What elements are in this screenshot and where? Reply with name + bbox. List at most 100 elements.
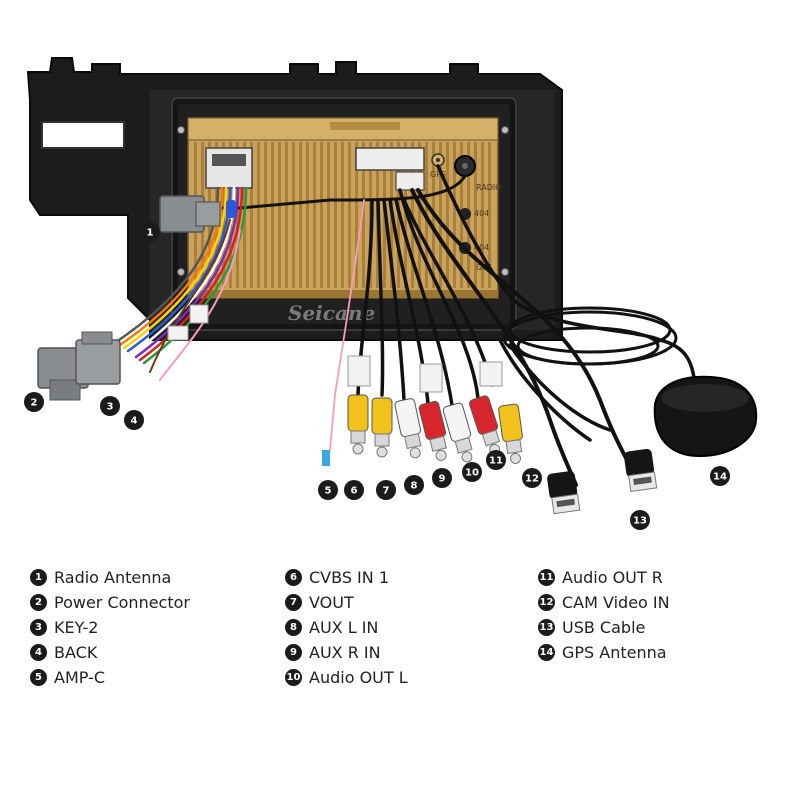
- legend-item: 4 BACK: [30, 640, 190, 665]
- heatsink-fin: [474, 142, 477, 288]
- heatsink-fin: [334, 142, 337, 288]
- heatsink-fin: [327, 142, 330, 288]
- key2-tag: [167, 325, 189, 341]
- rca-plug: [394, 398, 422, 459]
- heatsink-fin: [313, 142, 316, 288]
- heatsink-fin: [341, 142, 344, 288]
- heatsink-fin: [320, 142, 323, 288]
- heatsink-fin: [404, 142, 407, 288]
- radio-port-label: RADIO: [476, 183, 502, 192]
- badge-number: 3: [30, 619, 47, 636]
- rca-plug: [418, 400, 448, 461]
- head-unit-wiring-diagram: GPS RADIO 404 404 GPS Seicane: [24, 57, 758, 530]
- heatsink-fin: [292, 142, 295, 288]
- diagram-badge-number: 12: [525, 474, 539, 485]
- rear-ports: GPS RADIO 404 404 GPS: [205, 147, 502, 272]
- badge-number: 4: [30, 644, 47, 661]
- badge-number: 12: [538, 594, 555, 611]
- heatsink-fin: [439, 142, 442, 288]
- heatsink-fin: [488, 142, 491, 288]
- diagram-badge-number: 4: [131, 416, 138, 427]
- screw: [177, 126, 185, 134]
- legend-label: Audio OUT R: [562, 568, 663, 587]
- rca-plug: [371, 397, 393, 458]
- frame-cutout: [41, 121, 125, 149]
- rca-plug: [498, 403, 523, 464]
- heatsink-fin: [453, 142, 456, 288]
- screw: [501, 268, 509, 276]
- heatsink-fin: [306, 142, 309, 288]
- heatsink-fin: [271, 142, 274, 288]
- diagram-badge: 1: [140, 222, 160, 242]
- rca-plug: [469, 395, 501, 455]
- radio-antenna-adapter: [159, 195, 236, 233]
- legend-label: Radio Antenna: [54, 568, 172, 587]
- legend-label: USB Cable: [562, 618, 646, 637]
- radio-antenna-cable: [218, 174, 467, 210]
- heatsink-fin: [264, 142, 267, 288]
- diagram-badge-number: 14: [713, 472, 727, 483]
- diagram-badge-number: 7: [383, 486, 390, 497]
- legend-label: AUX R IN: [309, 643, 381, 662]
- gps-cable: [436, 164, 702, 402]
- legend-label: KEY-2: [54, 618, 99, 637]
- diagram-badge: 2: [24, 392, 44, 412]
- diagram-badge: 8: [404, 475, 424, 495]
- badge-number: 14: [538, 644, 555, 661]
- diagram-badge-number: 11: [489, 456, 503, 467]
- rca-plug: [442, 402, 473, 463]
- heatsink-fin: [355, 142, 358, 288]
- amp-c-wire: [329, 199, 365, 451]
- legend-item: 10 Audio OUT L: [285, 665, 408, 690]
- diagram-badge-number: 13: [633, 516, 647, 527]
- legend-item: 3 KEY-2: [30, 615, 190, 640]
- cam-tag: [479, 361, 503, 387]
- heatsink-fin: [446, 142, 449, 288]
- usb-plugs: [547, 448, 658, 515]
- legend-label: Audio OUT L: [309, 668, 408, 687]
- port-label-a: 404: [474, 209, 489, 218]
- badge-number: 11: [538, 569, 555, 586]
- heatsink-fin: [299, 142, 302, 288]
- heatsink-fin: [285, 142, 288, 288]
- diagram-badge: 6: [344, 480, 364, 500]
- diagram-badge: 14: [710, 466, 730, 486]
- diagram-badge: 11: [486, 450, 506, 470]
- legend-item: 13 USB Cable: [538, 615, 670, 640]
- brand-watermark: Seicane: [288, 301, 375, 325]
- legend-label: BACK: [54, 643, 98, 662]
- legend-label: GPS Antenna: [562, 643, 667, 662]
- diagram-badge-number: 6: [351, 486, 358, 497]
- amp-c-tip: [322, 450, 330, 466]
- usb-plug: [547, 471, 581, 515]
- heatsink-fin: [236, 142, 239, 288]
- diagram-badge-number: 9: [439, 474, 446, 485]
- usb-plug: [623, 448, 658, 493]
- badge-number: 5: [30, 669, 47, 686]
- diagram-badge-number: 8: [411, 481, 418, 492]
- diagram-badge: 13: [630, 510, 650, 530]
- screw: [501, 126, 509, 134]
- diagram-badge: 10: [462, 462, 482, 482]
- diagram-badge-number: 5: [325, 486, 332, 497]
- diagram-badge-number: 1: [147, 228, 154, 239]
- screws: [177, 126, 509, 276]
- diagram-badge: 9: [432, 468, 452, 488]
- heatsink-fin: [418, 142, 421, 288]
- rca-plug: [347, 394, 369, 455]
- heatsink-fin: [257, 142, 260, 288]
- port-label-b: 404: [474, 243, 489, 252]
- gps-port-label: GPS: [430, 170, 446, 179]
- badge-number: 13: [538, 619, 555, 636]
- badge-number: 10: [285, 669, 302, 686]
- diagram-badge: 5: [318, 480, 338, 500]
